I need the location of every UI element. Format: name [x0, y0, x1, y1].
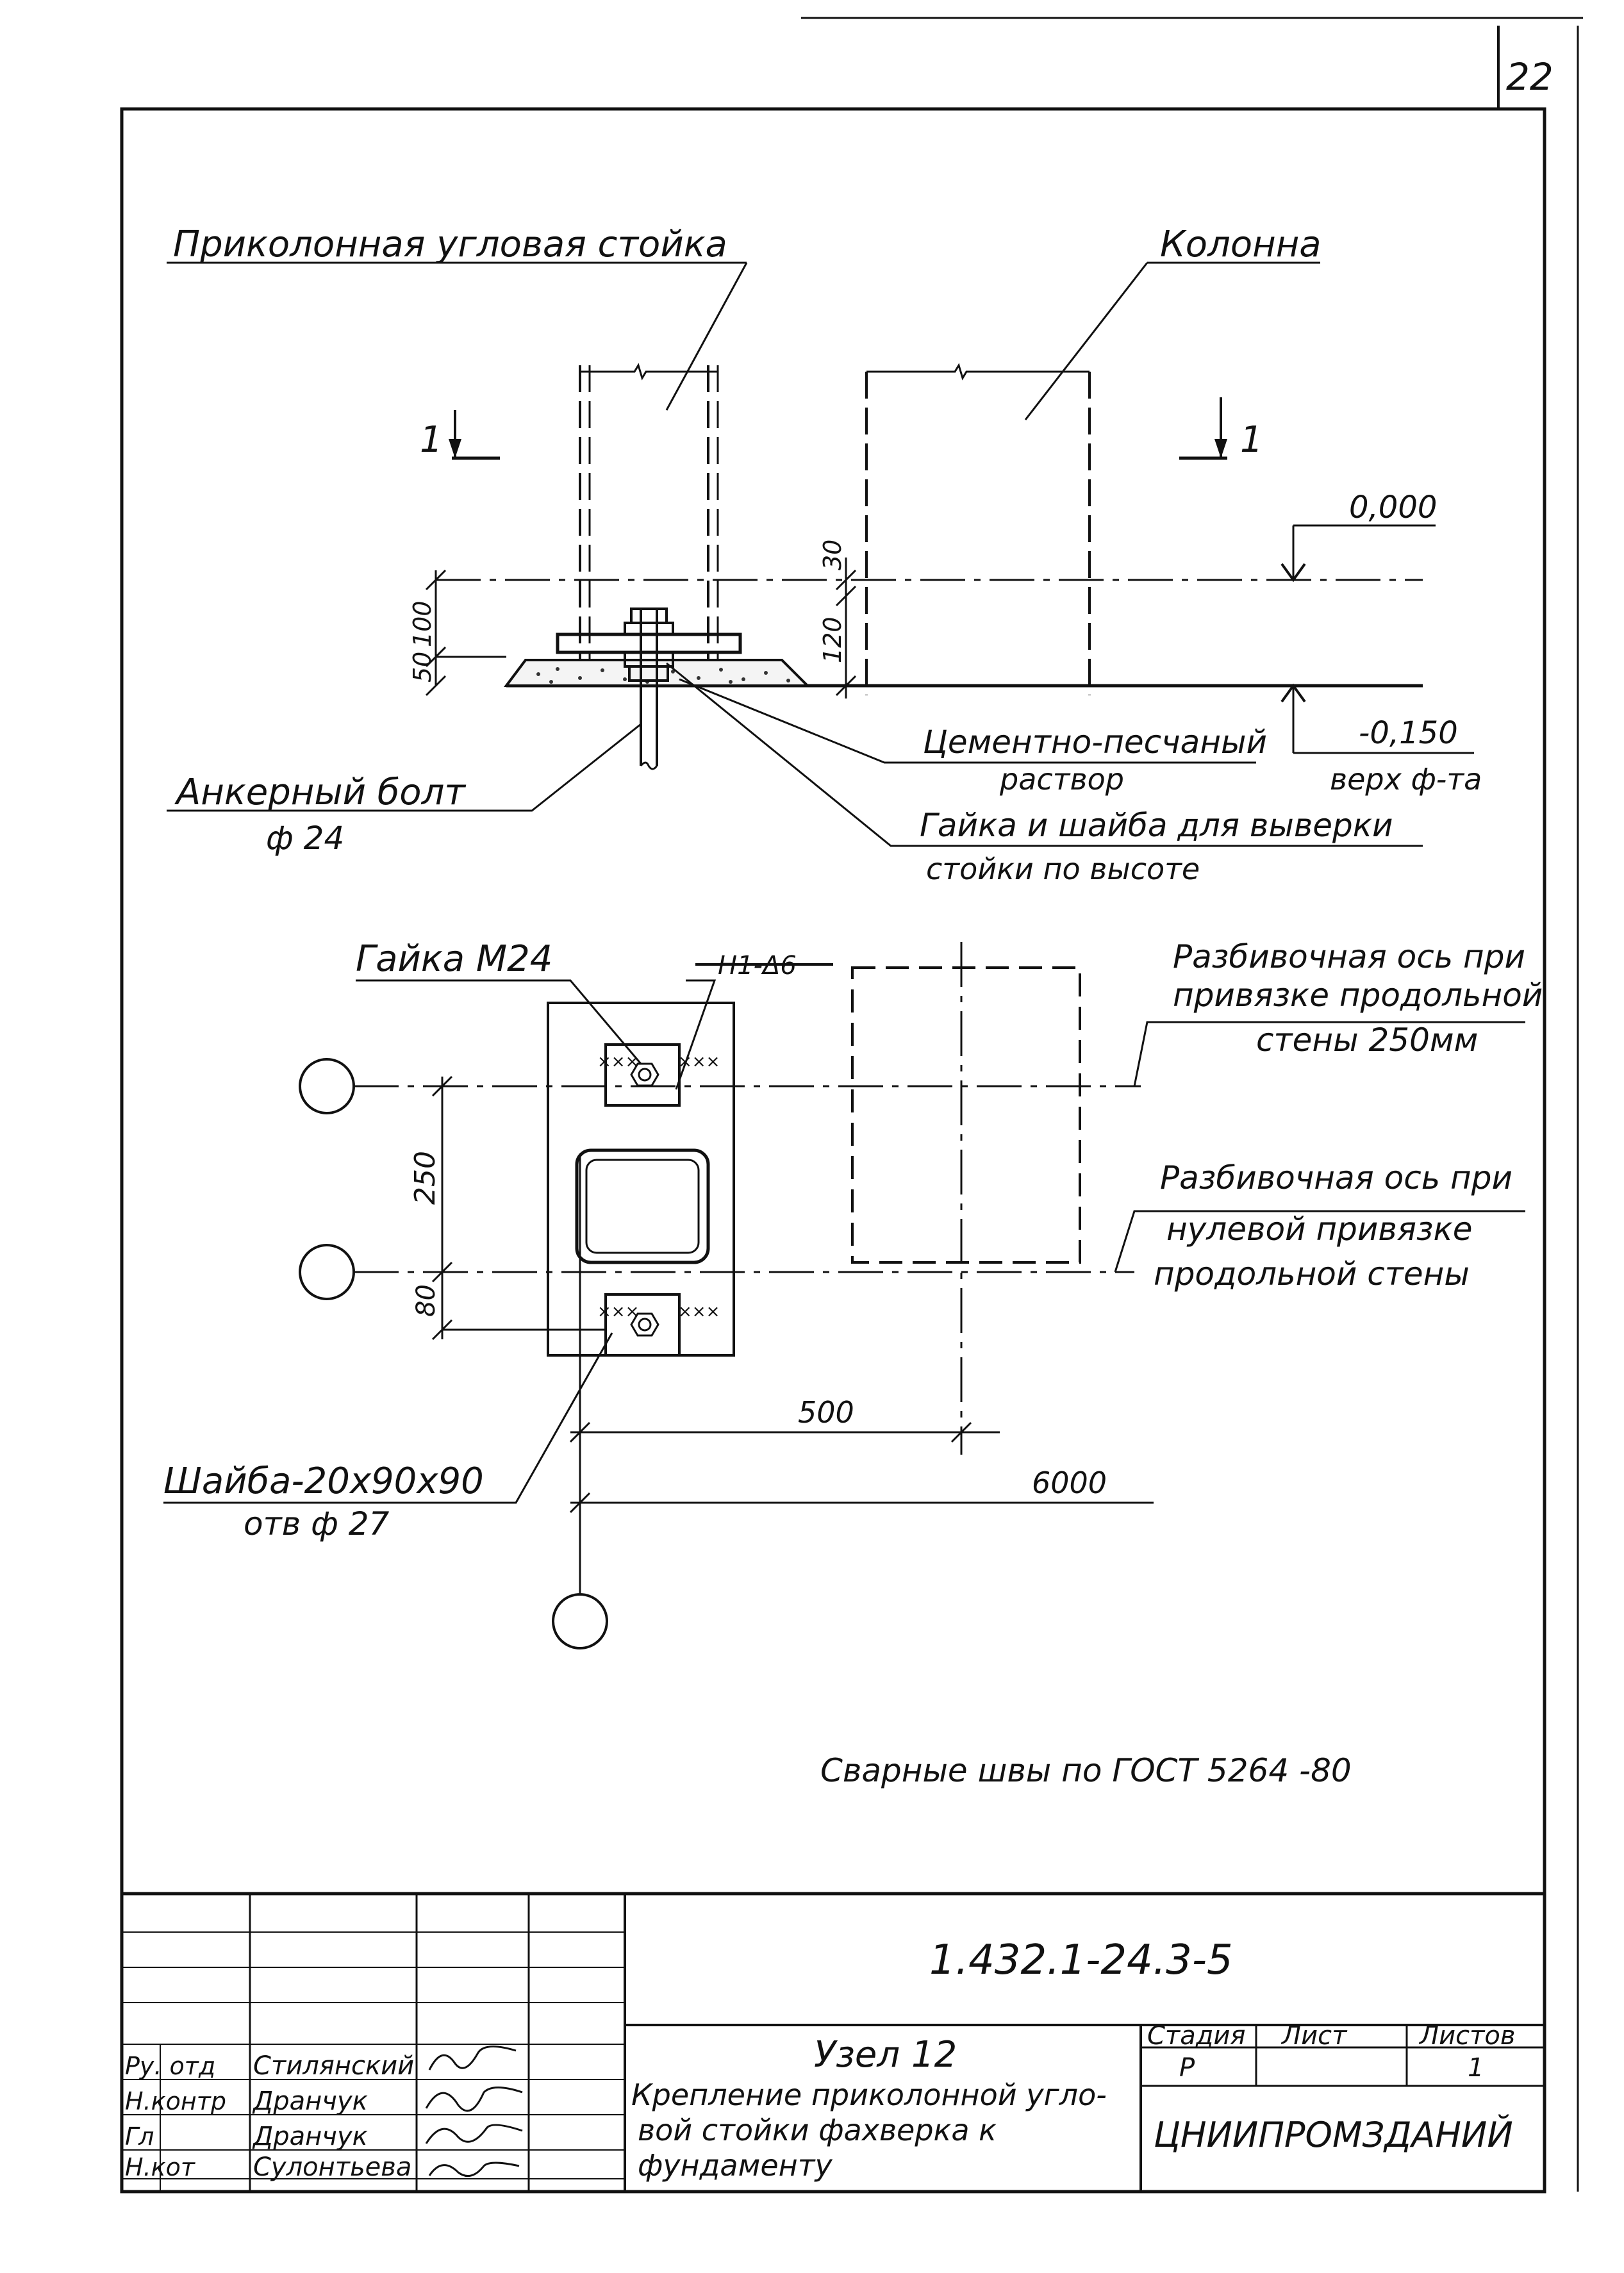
signature-role: Н.контр: [125, 2087, 226, 2115]
label-axis1-1: Разбивочная ось при: [1173, 938, 1525, 975]
signature-name: Сулонтьева: [253, 2153, 411, 2182]
signature-name: Дранчук: [252, 2122, 368, 2151]
dim-50: 50: [408, 652, 436, 682]
level-top: 0,000: [1349, 490, 1437, 525]
elevation-view: [167, 261, 1474, 847]
signature-role: Ру. отд: [125, 2052, 215, 2080]
signature-role: Гл: [125, 2122, 154, 2151]
description-line1: Крепление приколонной угло-: [631, 2078, 1107, 2112]
dim-6000: 6000: [1032, 1466, 1107, 1500]
label-axis2-1: Разбивочная ось при: [1160, 1159, 1512, 1196]
label-anchor-bolt-2: ф 24: [266, 820, 344, 857]
doc-code: 1.432.1-24.3-5: [929, 1937, 1233, 1984]
label-axis1-2: привязке продольной: [1173, 977, 1543, 1014]
dim-250: 250: [409, 1151, 442, 1205]
page-number: 22: [1506, 55, 1554, 99]
handwritten-signatures: [425, 2046, 523, 2178]
svg-text:×××: ×××: [597, 1052, 639, 1071]
sheets-value: 1: [1468, 2053, 1484, 2083]
label-washer-2: отв ф 27: [244, 1505, 390, 1542]
description-line2: вой стойки фахверка к: [638, 2113, 997, 2147]
signature-role: Н.кот: [125, 2153, 196, 2181]
label-washer-1: Шайба-20х90х90: [163, 1460, 484, 1502]
sheet-frame: [120, 17, 1583, 2194]
label-axis2-2: нулевой привязке: [1166, 1211, 1472, 1248]
svg-text:×××: ×××: [597, 1302, 639, 1321]
dim-120: 120: [818, 616, 847, 663]
weld-note: Сварные швы по ГОСТ 5264 -80: [820, 1752, 1352, 1789]
node-title: Узел 12: [814, 2034, 957, 2076]
description-line3: фундаменту: [638, 2148, 833, 2183]
dim-100: 100: [408, 600, 436, 647]
label-nut-m24: Гайка М24: [356, 938, 552, 980]
foundation-top: верх ф-та: [1330, 762, 1482, 797]
label-nut-washer-2: стойки по высоте: [926, 852, 1200, 886]
label-mortar-1: Цементно-песчаный: [923, 723, 1267, 761]
stage-header: Стадия: [1147, 2021, 1245, 2051]
title-block-grid: [122, 1892, 1545, 2192]
section-mark-right: 1: [1240, 419, 1263, 461]
label-weld-mark: Н1-Δ6: [718, 951, 797, 980]
label-column: Колонна: [1160, 224, 1322, 265]
label-corner-post: Приколонная угловая стойка: [173, 224, 727, 265]
section-view: ××× ××× ××× ×××: [163, 942, 1525, 1649]
svg-text:×××: ×××: [678, 1302, 720, 1321]
stage-value: Р: [1179, 2053, 1195, 2083]
label-axis1-3: стены 250мм: [1256, 1021, 1478, 1059]
organization: ЦНИИПРОМЗДАНИЙ: [1154, 2115, 1513, 2155]
label-nut-washer-1: Гайка и шайба для выверки: [920, 807, 1393, 844]
label-axis2-3: продольной стены: [1154, 1255, 1470, 1293]
signature-name: Дранчук: [252, 2087, 368, 2116]
signature-name: Стилянский: [253, 2051, 414, 2081]
level-bottom: -0,150: [1359, 715, 1458, 751]
dim-30: 30: [818, 540, 847, 570]
sheet-header: Лист: [1280, 2021, 1348, 2051]
dim-500: 500: [798, 1395, 854, 1430]
label-anchor-bolt-1: Анкерный болт: [174, 772, 466, 813]
dim-80: 80: [411, 1284, 441, 1317]
label-mortar-2: раствор: [999, 762, 1124, 797]
section-mark-left: 1: [420, 419, 443, 461]
sheets-header: Листов: [1418, 2021, 1515, 2051]
